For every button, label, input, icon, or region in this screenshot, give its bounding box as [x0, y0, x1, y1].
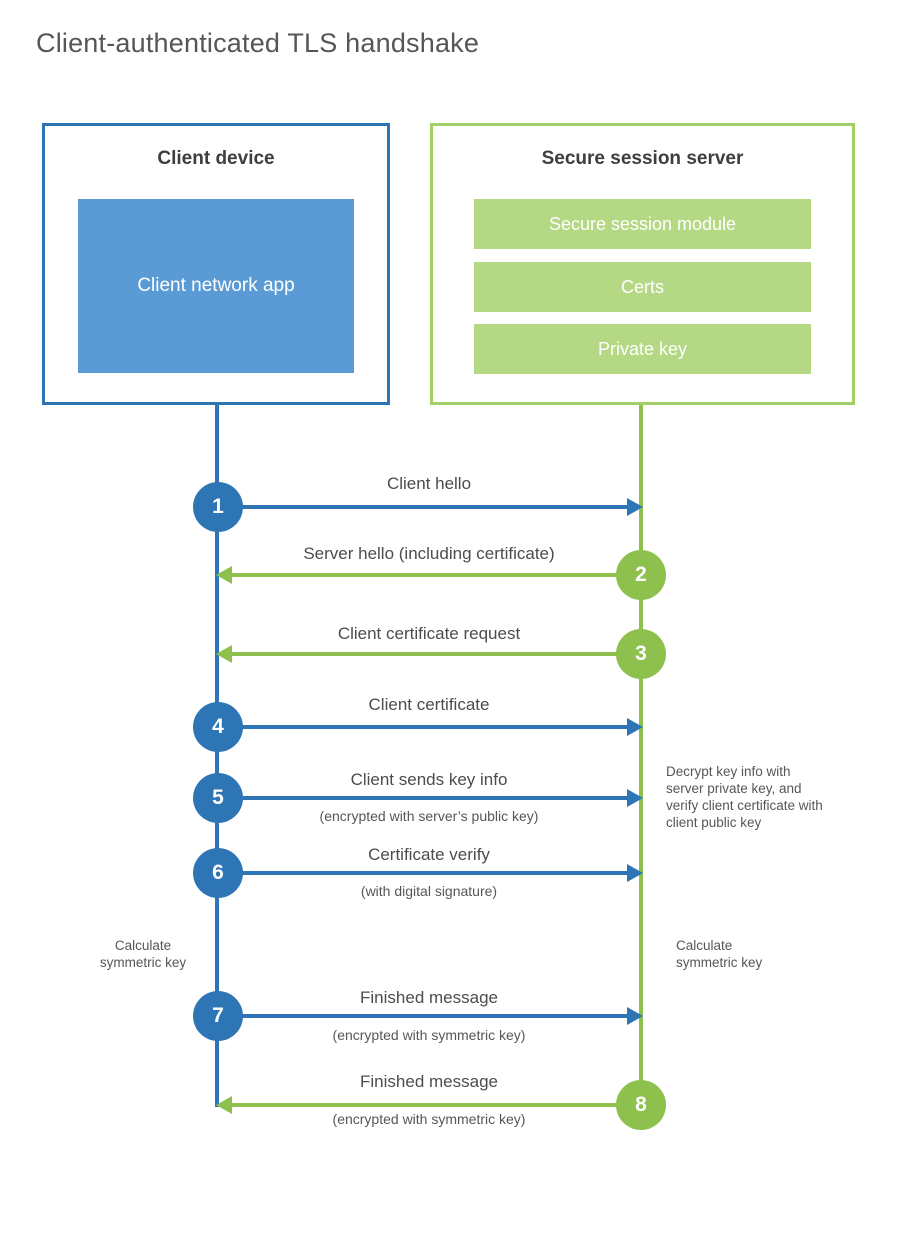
step-circle: 4 [193, 702, 243, 752]
message-arrow [232, 1103, 641, 1107]
message-arrow [217, 1014, 627, 1018]
message-sublabel: (with digital signature) [360, 883, 498, 899]
message-label: Finished message [360, 1072, 498, 1091]
step-circle: 8 [616, 1080, 666, 1130]
message-label: Client certificate request [337, 624, 521, 643]
secure-session-server-box: Secure session server Secure session mod… [430, 123, 855, 405]
server-module-private-key: Private key [474, 324, 811, 374]
step-circle: 1 [193, 482, 243, 532]
message-sublabel: (encrypted with symmetric key) [332, 1027, 526, 1043]
arrowhead-right-icon [627, 1007, 643, 1025]
step-circle: 7 [193, 991, 243, 1041]
message-label: Certificate verify [368, 845, 490, 864]
arrowhead-left-icon [216, 1096, 232, 1114]
server-module-secure-session: Secure session module [474, 199, 811, 249]
client-lifeline [215, 405, 219, 1107]
client-device-title: Client device [157, 148, 275, 169]
calculate-symmetric-key-note-server: Calculate symmetric key [676, 938, 763, 970]
step-circle: 3 [616, 629, 666, 679]
secure-session-server-title: Secure session server [541, 148, 744, 169]
message-sublabel: (encrypted with symmetric key) [332, 1111, 526, 1127]
arrowhead-left-icon [216, 566, 232, 584]
calculate-symmetric-key-note-client: Calculate symmetric key [99, 938, 187, 970]
message-label: Finished message [360, 988, 498, 1007]
message-arrow [217, 871, 627, 875]
client-network-app-box: Client network app [78, 199, 354, 373]
arrowhead-right-icon [627, 864, 643, 882]
message-arrow [232, 652, 641, 656]
message-arrow [217, 505, 627, 509]
step-circle: 5 [193, 773, 243, 823]
arrowhead-left-icon [216, 645, 232, 663]
client-network-app-label: Client network app [137, 274, 295, 296]
step-circle: 2 [616, 550, 666, 600]
message-arrow [232, 573, 641, 577]
message-label: Server hello (including certificate) [303, 544, 555, 563]
decrypt-key-note: Decrypt key info with server private key… [666, 764, 823, 830]
arrowhead-right-icon [627, 789, 643, 807]
client-device-box: Client device Client network app [42, 123, 390, 405]
message-arrow [217, 725, 627, 729]
message-label: Client certificate [368, 695, 490, 714]
step-circle: 6 [193, 848, 243, 898]
message-label: Client sends key info [350, 770, 508, 789]
message-arrow [217, 796, 627, 800]
arrowhead-right-icon [627, 718, 643, 736]
server-lifeline [639, 405, 643, 1107]
arrowhead-right-icon [627, 498, 643, 516]
message-label: Client hello [386, 474, 472, 493]
message-sublabel: (encrypted with server’s public key) [319, 808, 539, 824]
server-module-certs: Certs [474, 262, 811, 312]
page-title: Client-authenticated TLS handshake [36, 28, 480, 58]
